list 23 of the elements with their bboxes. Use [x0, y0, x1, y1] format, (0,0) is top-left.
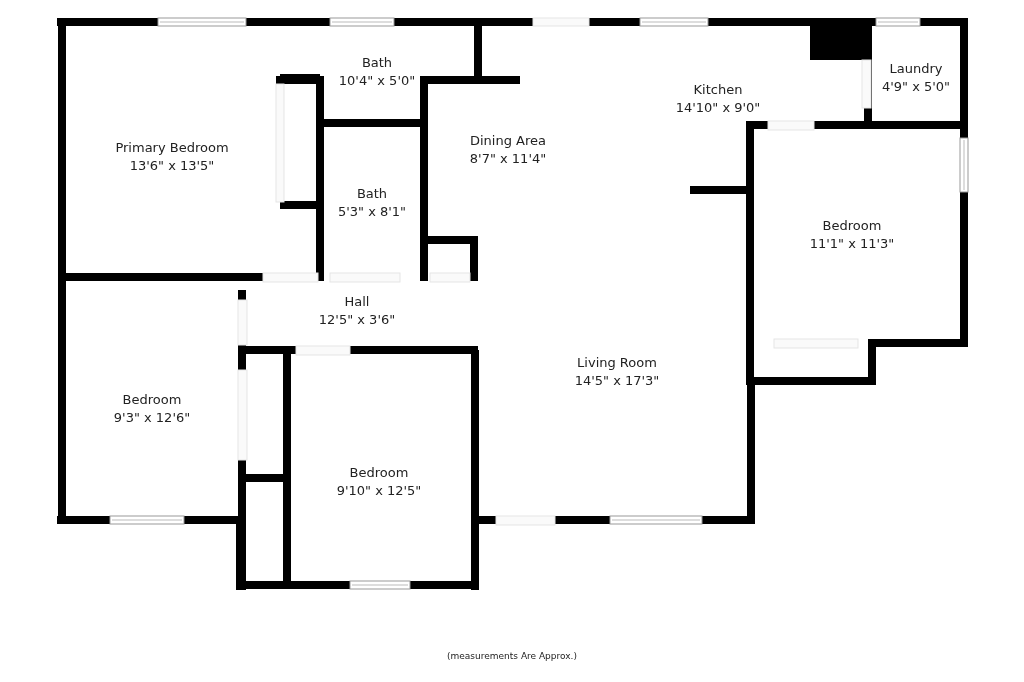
room-name: Kitchen [693, 81, 743, 99]
room-dimensions: 5'3" x 8'1" [337, 203, 407, 221]
room-name: Bedroom [349, 464, 409, 482]
room-dimensions: 9'10" x 12'5" [336, 482, 422, 500]
room-name: Bedroom [122, 391, 182, 409]
room-dimensions: 14'5" x 17'3" [574, 372, 660, 390]
room-name: Living Room [577, 354, 657, 372]
room-dimensions: 4'9" x 5'0" [881, 78, 951, 96]
room-dimensions: 9'3" x 12'6" [113, 409, 191, 427]
room-dimensions: 14'10" x 9'0" [675, 99, 761, 117]
room-name: Hall [344, 293, 370, 311]
room-dimensions: 11'1" x 11'3" [809, 235, 895, 253]
room-name: Primary Bedroom [115, 139, 229, 157]
room-name: Bedroom [822, 217, 882, 235]
note-text: (measurements Are Approx.) [447, 650, 577, 663]
room-name: Dining Area [470, 132, 546, 150]
room-name: Bath [361, 54, 393, 72]
room-dimensions: 13'6" x 13'5" [129, 157, 215, 175]
room-dimensions: 8'7" x 11'4" [469, 150, 547, 168]
room-dimensions: 10'4" x 5'0" [338, 72, 416, 90]
room-name: Laundry [889, 60, 943, 78]
room-name: Bath [356, 185, 388, 203]
room-dimensions: 12'5" x 3'6" [318, 311, 396, 329]
